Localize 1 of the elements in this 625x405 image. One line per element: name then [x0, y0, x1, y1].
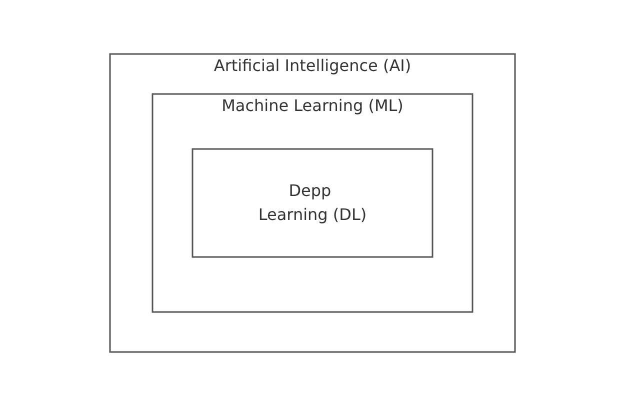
node-box: Depp Learning (DL) — [192, 148, 434, 258]
